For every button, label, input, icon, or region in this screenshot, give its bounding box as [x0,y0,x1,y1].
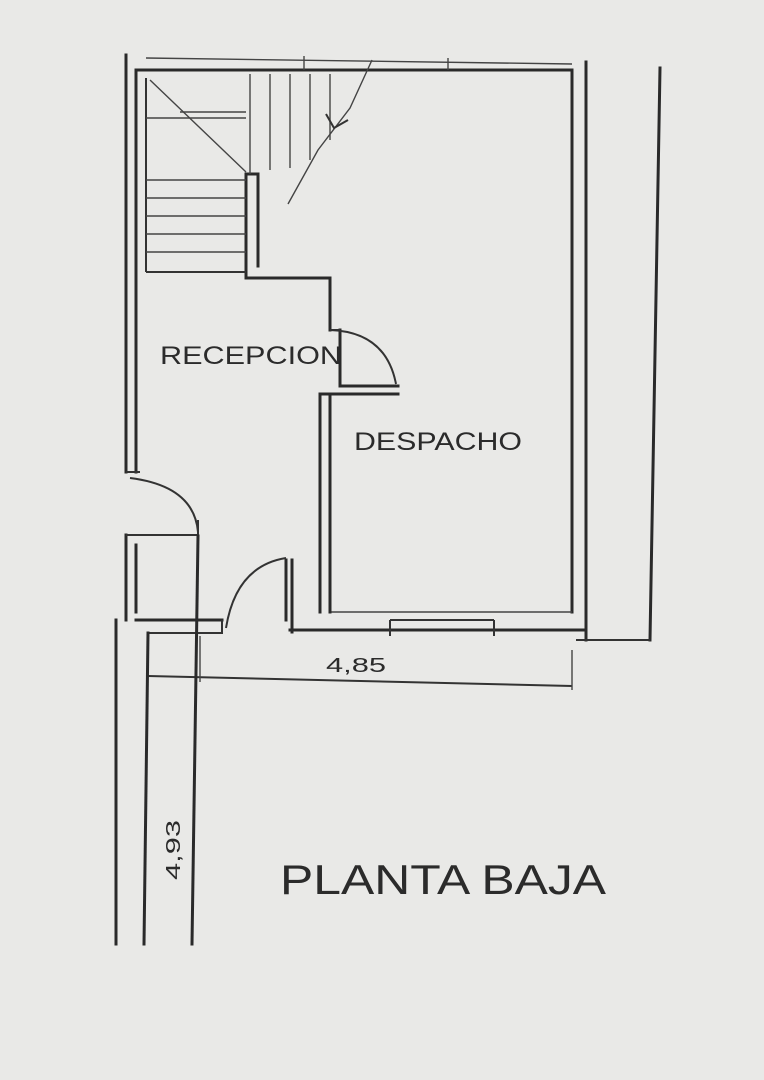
plan-title: PLANTA BAJA [280,856,606,903]
dimension-lines [114,534,573,946]
doors [129,329,397,634]
room-label-reception: RECEPCION [160,342,342,370]
dimension-label-depth: 4,93 [163,820,185,880]
room-label-office: DESPACHO [354,428,522,456]
interior-walls [244,172,400,634]
dimension-label-width: 4,85 [326,655,386,677]
walls [124,53,662,642]
staircase [145,59,373,273]
